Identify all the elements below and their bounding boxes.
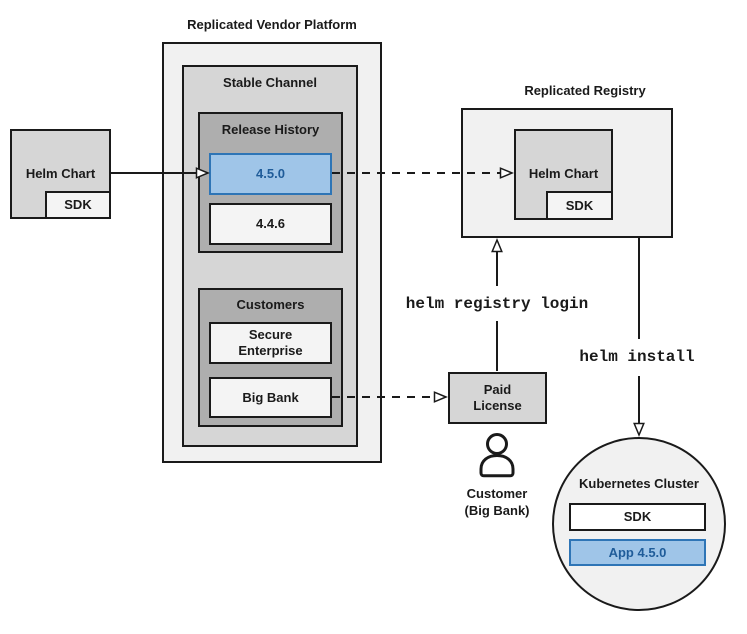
source-helm-chart-label: Helm Chart	[25, 166, 96, 181]
release-446-box: 4.4.6	[209, 203, 332, 245]
kubernetes-sdk-label: SDK	[623, 509, 652, 524]
helm-install-label: helm install	[579, 348, 695, 366]
secure-enterprise-box: Secure Enterprise	[209, 322, 332, 364]
person-icon	[479, 433, 515, 478]
secure-enterprise-line2: Enterprise	[238, 343, 303, 358]
arrowhead-bigbank-to-license	[433, 391, 448, 403]
kubernetes-sdk-box: SDK	[569, 503, 706, 531]
release-history-label: Release History	[221, 122, 320, 137]
paid-license-line2: License	[473, 398, 522, 413]
secure-enterprise-line1: Secure	[248, 327, 293, 342]
paid-license-box: Paid License	[448, 372, 547, 424]
vendor-platform-title: Replicated Vendor Platform	[187, 17, 357, 32]
customer-label: Customer (Big Bank)	[465, 485, 530, 519]
big-bank-label: Big Bank	[242, 389, 299, 405]
arrowhead-registry-to-cluster	[633, 422, 645, 437]
kubernetes-cluster-title: Kubernetes Cluster	[579, 476, 699, 491]
kubernetes-app-label: App 4.5.0	[608, 544, 667, 560]
registry-helm-chart-label: Helm Chart	[528, 166, 599, 181]
release-450-box: 4.5.0	[209, 153, 332, 195]
arrowhead-license-to-registry	[491, 238, 503, 253]
stable-channel-label: Stable Channel	[223, 75, 317, 90]
release-446-label: 4.4.6	[256, 216, 285, 231]
registry-title: Replicated Registry	[524, 83, 646, 98]
registry-sdk-label: SDK	[565, 197, 594, 213]
customer-line1: Customer	[466, 486, 528, 501]
paid-license-line1: Paid	[483, 382, 512, 397]
big-bank-box: Big Bank	[209, 377, 332, 418]
customers-label: Customers	[236, 297, 305, 312]
source-sdk-box: SDK	[45, 191, 111, 219]
source-sdk-label: SDK	[64, 197, 92, 212]
release-450-label: 4.5.0	[256, 166, 285, 181]
kubernetes-app-box: App 4.5.0	[569, 539, 706, 566]
customer-line2: (Big Bank)	[464, 503, 530, 518]
registry-sdk-box: SDK	[546, 191, 613, 220]
helm-registry-login-label: helm registry login	[405, 295, 589, 313]
